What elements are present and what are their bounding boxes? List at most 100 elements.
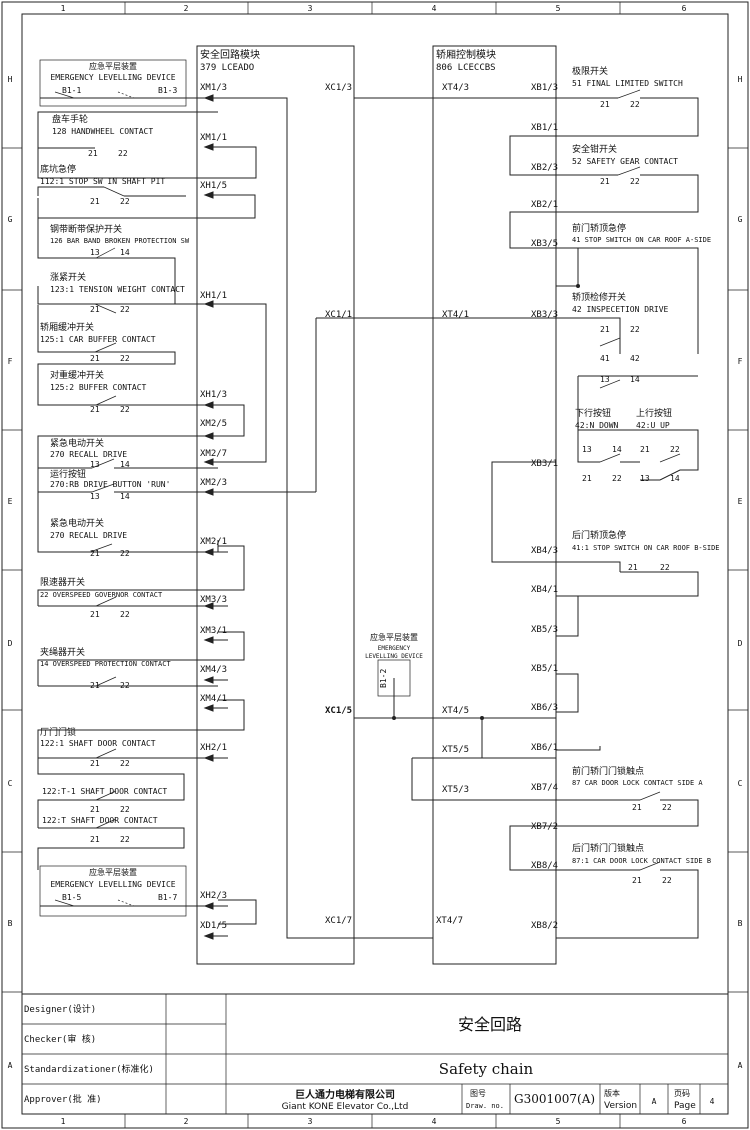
device-governor-pin-b: 22 <box>120 610 130 619</box>
device-recall-2-cn: 紧急电动开关 <box>50 517 104 529</box>
down-pin-22: 22 <box>612 474 622 483</box>
device-shaft-door-t-pin-a: 21 <box>90 835 100 844</box>
term-XT5-3: XT5/3 <box>442 785 469 795</box>
device-recall-2-pin-b: 22 <box>120 549 130 558</box>
device-safety-gear-pin-b: 22 <box>630 177 640 186</box>
col-2-bottom: 2 <box>184 1117 189 1126</box>
device-handwheel-en: 128 HANDWHEEL CONTACT <box>52 127 153 136</box>
term-XM1-1: XM1/1 <box>200 133 227 143</box>
column-dividers <box>124 2 621 1128</box>
row-C-left: C <box>8 779 13 788</box>
term-XB3-3: XB3/3 <box>531 310 558 320</box>
safety-module-title: 安全回路模块 <box>200 48 260 61</box>
tb-drawno: G3001007(A) <box>514 1092 595 1106</box>
col-4-bottom: 4 <box>432 1117 437 1126</box>
inner-frame <box>21 13 729 1115</box>
tb-company-en: Giant KONE Elevator Co.,Ltd <box>282 1102 409 1112</box>
term-XD1-5: XD1/5 <box>200 921 227 931</box>
col-4-top: 4 <box>432 4 437 13</box>
device-rope-gripper-en: 14 OVERSPEED PROTECTION CONTACT <box>40 660 171 668</box>
term-XT5-5: XT5/5 <box>442 745 469 755</box>
device-recall-1-pin-a: 13 <box>90 460 100 469</box>
term-XC1-1: XC1/1 <box>325 310 352 320</box>
device-tension-cn: 涨紧开关 <box>50 271 86 283</box>
right-device-labels: 极限开关 51 FINAL LIMITED SWITCH 21 22 安全钳开关… <box>365 65 719 885</box>
row-B-right: B <box>738 919 743 928</box>
device-recall-1-pin-b: 14 <box>120 460 130 469</box>
device-car-buffer-en: 125:1 CAR BUFFER CONTACT <box>40 335 156 344</box>
tb-version-en: Version <box>604 1101 637 1111</box>
term-XC1-3: XC1/3 <box>325 83 352 93</box>
device-tension-en: 123:1 TENSION WEIGHT CONTACT <box>50 285 185 294</box>
col-5-bottom: 5 <box>556 1117 561 1126</box>
device-shaft-door-en: 122:1 SHAFT DOOR CONTACT <box>40 739 156 748</box>
term-XB2-3: XB2/3 <box>531 163 558 173</box>
device-car-buffer-cn: 轿厢缓冲开关 <box>40 321 94 333</box>
term-XB6-3: XB6/3 <box>531 703 558 713</box>
device-pit-stop-cn: 底坑急停 <box>40 163 76 175</box>
terminal-arrow <box>203 602 228 610</box>
col-6-top: 6 <box>682 4 687 13</box>
device-run-pin-a: 13 <box>90 492 100 501</box>
row-E-left: E <box>8 497 13 506</box>
device-tension-pin-a: 21 <box>90 305 100 314</box>
device-run-cn: 运行按钮 <box>50 468 86 480</box>
term-XM2-1: XM2/1 <box>200 537 227 547</box>
device-inspection-en: 42 INSPECETION DRIVE <box>572 305 669 314</box>
device-shaft-door-pin-b: 22 <box>120 759 130 768</box>
device-cwt-buffer-en: 125:2 BUFFER CONTACT <box>50 383 147 392</box>
term-XB5-1: XB5/1 <box>531 664 558 674</box>
col-1-top: 1 <box>61 4 66 13</box>
device-band-en: 126 BAR BAND BROKEN PROTECTION SW <box>50 237 190 245</box>
terminal-arrows <box>203 94 228 940</box>
device-pit-stop-pin-b: 22 <box>120 197 130 206</box>
terminal-arrow <box>203 401 228 409</box>
tb-page: 4 <box>710 1097 715 1106</box>
term-XH1-5: XH1/5 <box>200 181 227 191</box>
tb-designer: Designer(设计) <box>24 1003 96 1015</box>
device-car-door-b-en: 87:1 CAR DOOR LOCK CONTACT SIDE B <box>572 857 711 865</box>
down-pin-13: 13 <box>582 445 592 454</box>
term-XH2-1: XH2/1 <box>200 743 227 753</box>
term-XB8-4: XB8/4 <box>531 861 558 871</box>
row-A-left: A <box>8 1061 13 1070</box>
device-final-limit-en: 51 FINAL LIMITED SWITCH <box>572 79 683 88</box>
device-car-door-a-pin-b: 22 <box>662 803 672 812</box>
col-6-bottom: 6 <box>682 1117 687 1126</box>
title-block-text: Designer(设计) Checker(审 核) Standardizatio… <box>24 1003 715 1112</box>
term-XM2-7: XM2/7 <box>200 449 227 459</box>
device-rope-gripper-pin-a: 21 <box>90 681 100 690</box>
device-final-limit-cn: 极限开关 <box>572 65 608 77</box>
device-tension-pin-b: 22 <box>120 305 130 314</box>
term-XM2-3: XM2/3 <box>200 478 227 488</box>
term-XB5-3: XB5/3 <box>531 625 558 635</box>
device-run-en: 270:RB DRIVE BUTTON 'RUN' <box>50 480 170 489</box>
device-roof-stop-a-en: 41 STOP SWITCH ON CAR ROOF A-SIDE <box>572 236 711 244</box>
tb-version-cn: 版本 <box>604 1088 620 1098</box>
safety-module-box <box>196 45 355 965</box>
term-XT4-1: XT4/1 <box>442 310 469 320</box>
device-shaft-door-t1-pin-b: 22 <box>120 805 130 814</box>
terminal-arrow <box>203 548 228 556</box>
row-G-right: G <box>738 215 743 224</box>
device-inspection-cn: 轿顶检修开关 <box>572 291 626 303</box>
term-XB8-2: XB8/2 <box>531 921 558 931</box>
term-XH1-1: XH1/1 <box>200 291 227 301</box>
device-roof-stop-b-cn: 后门轿顶急停 <box>572 529 626 541</box>
term-XT4-5: XT4/5 <box>442 706 469 716</box>
device-car-door-b-pin-b: 22 <box>662 876 672 885</box>
row-C-right: C <box>738 779 743 788</box>
row-dividers <box>2 147 748 993</box>
terminal-arrow <box>203 143 228 151</box>
center-device-cn: 应急平层装置 <box>370 632 418 642</box>
term-XB3-5: XB3/5 <box>531 239 558 249</box>
device-band-pin-b: 14 <box>120 248 130 257</box>
tb-checker: Checker(审 核) <box>24 1033 96 1045</box>
device-shaft-door-cn: 厅门门锁 <box>40 726 76 738</box>
term-XB6-1: XB6/1 <box>531 743 558 753</box>
term-XB1-3: XB1/3 <box>531 83 558 93</box>
car-module-code: 806 LCECCBS <box>436 63 496 73</box>
device-shaft-door-t-en: 122:T SHAFT DOOR CONTACT <box>42 816 158 825</box>
